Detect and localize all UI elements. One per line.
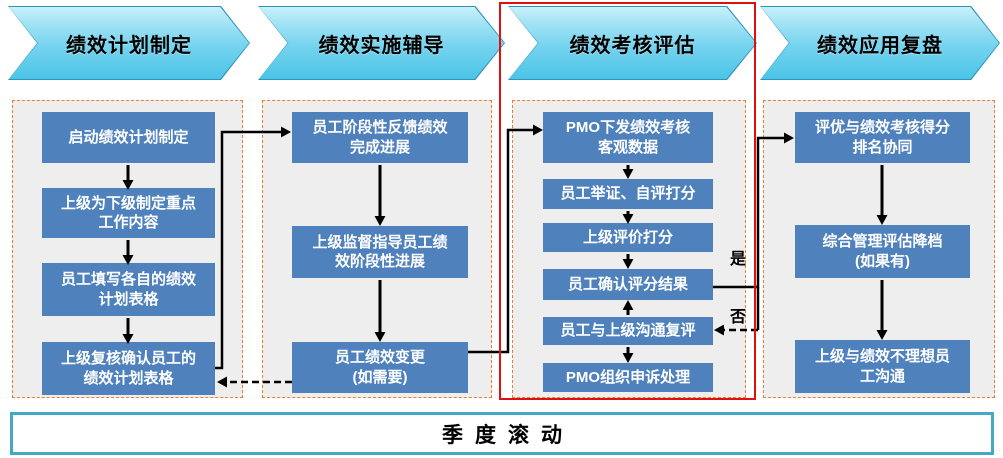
step-manager-score: 上级评价打分 — [543, 223, 713, 252]
quarterly-rolling-banner: 季度滚动 — [10, 412, 994, 455]
decision-label-no: 否 — [730, 309, 747, 326]
phase-chevron-assess: 绩效考核评估 — [508, 6, 757, 80]
quarterly-rolling-label: 季度滚动 — [442, 423, 574, 447]
phase-chevron-plan-face: 绩效计划制定 — [9, 7, 249, 79]
step-award-ranking-sync: 评优与绩效考核得分 排名协同 — [795, 112, 970, 163]
step-employee-fills-plan: 员工填写各自的绩效 计划表格 — [42, 263, 215, 316]
step-re-evaluate: 员工与上级沟通复评 — [543, 317, 713, 345]
phase-label: 绩效应用复盘 — [817, 34, 943, 57]
decision-label-yes: 是 — [730, 251, 747, 268]
step-manager-sets-focus: 上级为下级制定重点 工作内容 — [42, 188, 215, 238]
step-downgrade-assessment: 综合管理评估降档 (如果有) — [795, 225, 970, 278]
step-performance-change: 员工绩效变更 (如需要) — [292, 342, 468, 393]
phase-chevron-coach-face: 绩效实施辅导 — [259, 7, 504, 79]
phase-chevron-review: 绩效应用复盘 — [760, 6, 1000, 80]
phase-label: 绩效实施辅导 — [318, 34, 445, 57]
phase-label: 绩效考核评估 — [569, 34, 696, 57]
phase-chevron-review-face: 绩效应用复盘 — [761, 7, 999, 79]
step-manager-supervise-progress: 上级监督指导员工绩 效阶段性进展 — [292, 226, 468, 278]
step-start-plan: 启动绩效计划制定 — [42, 112, 215, 163]
step-manager-confirms-plan: 上级复核确认员工的 绩效计划表格 — [42, 342, 215, 395]
step-employee-feedback-progress: 员工阶段性反馈绩效 完成进展 — [292, 112, 468, 163]
step-employee-confirm-score: 员工确认评分结果 — [543, 269, 713, 300]
step-pmo-issues-data: PMO下发绩效考核 客观数据 — [543, 112, 713, 163]
phase-label: 绩效计划制定 — [66, 34, 192, 57]
step-pmo-appeal: PMO组织申诉处理 — [543, 363, 713, 392]
step-self-score: 员工举证、自评打分 — [543, 179, 713, 209]
step-talk-low-performer: 上级与绩效不理想员 工沟通 — [795, 340, 970, 393]
phase-chevron-coach: 绩效实施辅导 — [258, 6, 505, 80]
phase-chevron-plan: 绩效计划制定 — [8, 6, 250, 80]
phase-chevron-assess-face: 绩效考核评估 — [509, 7, 756, 79]
